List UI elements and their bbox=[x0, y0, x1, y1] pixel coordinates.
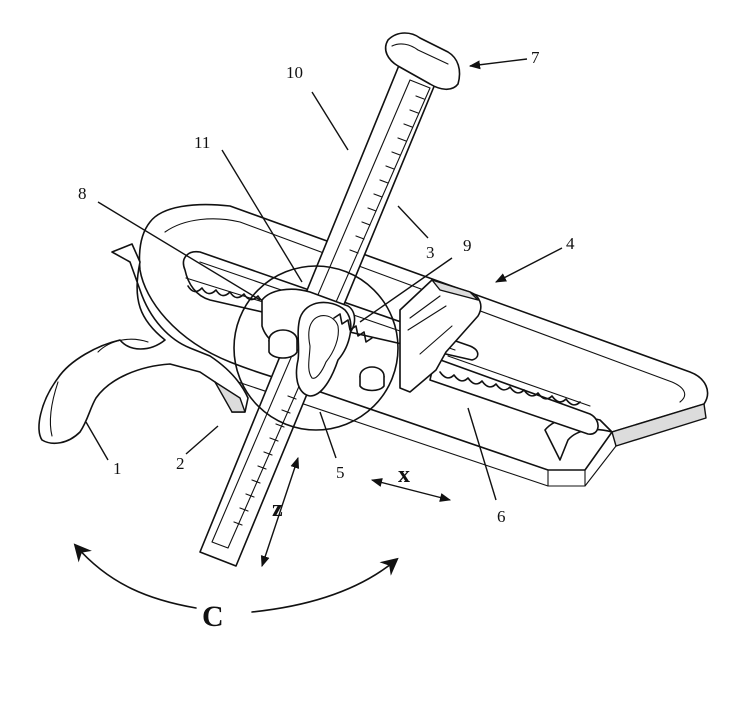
grip-handle bbox=[38, 243, 249, 445]
label-2: 2 bbox=[176, 454, 185, 473]
label-9: 9 bbox=[463, 236, 472, 255]
label-6: 6 bbox=[497, 507, 506, 526]
label-10: 10 bbox=[286, 63, 303, 82]
lower-slot bbox=[429, 355, 599, 435]
bar-end-knob bbox=[384, 32, 461, 91]
label-4: 4 bbox=[566, 234, 575, 253]
rotation-label-c: C bbox=[202, 600, 224, 633]
reference-numerals: 1 2 3 4 5 6 7 8 9 10 11 bbox=[78, 48, 575, 526]
axis-label-x: x bbox=[398, 462, 410, 488]
label-7: 7 bbox=[531, 48, 540, 67]
label-5: 5 bbox=[336, 463, 345, 482]
motion-arrows bbox=[73, 456, 452, 613]
label-8: 8 bbox=[78, 184, 87, 203]
central-mechanism bbox=[233, 265, 482, 431]
label-1: 1 bbox=[113, 459, 122, 478]
label-3: 3 bbox=[426, 243, 435, 262]
axis-labels: x z C bbox=[202, 462, 410, 633]
axis-label-z: z bbox=[272, 496, 283, 522]
leader-lines bbox=[85, 58, 563, 501]
label-11: 11 bbox=[194, 133, 210, 152]
